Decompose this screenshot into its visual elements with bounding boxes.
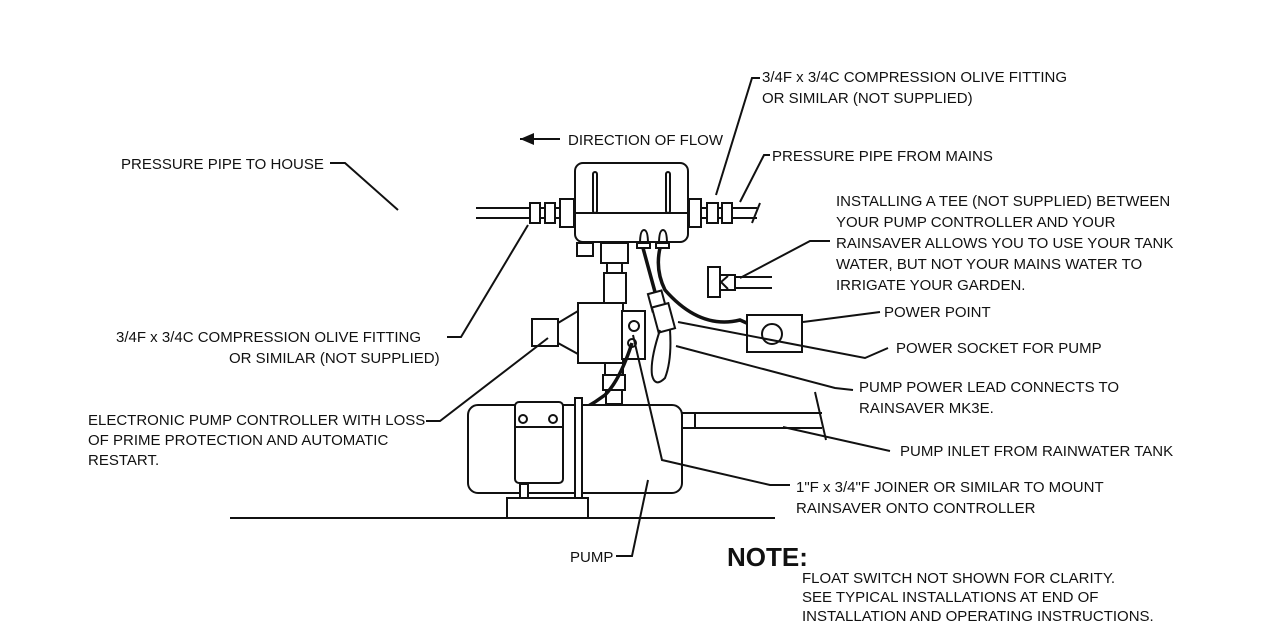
power-point <box>746 314 803 353</box>
pump-inlet-pipe <box>682 391 827 441</box>
compression-fittings <box>529 198 733 228</box>
leader-lines <box>330 77 891 557</box>
power-point-label: POWER POINT <box>884 304 991 321</box>
pump <box>467 397 683 519</box>
direction-of-flow-label: DIRECTION OF FLOW <box>568 132 724 149</box>
note-body: FLOAT SWITCH NOT SHOWN FOR CLARITY.SEE T… <box>802 570 1154 625</box>
pipe-from-mains-label: PRESSURE PIPE FROM MAINS <box>772 148 993 165</box>
tee-fitting <box>707 266 772 298</box>
note-title: NOTE: <box>727 542 808 572</box>
power-socket-label: POWER SOCKET FOR PUMP <box>896 340 1102 357</box>
pipe-to-house-label: PRESSURE PIPE TO HOUSE <box>121 156 324 173</box>
pump-controller <box>531 302 646 364</box>
pump-label: PUMP <box>570 549 613 566</box>
rainsaver-unit <box>574 162 689 257</box>
pump-inlet-label: PUMP INLET FROM RAINWATER TANK <box>900 443 1173 460</box>
